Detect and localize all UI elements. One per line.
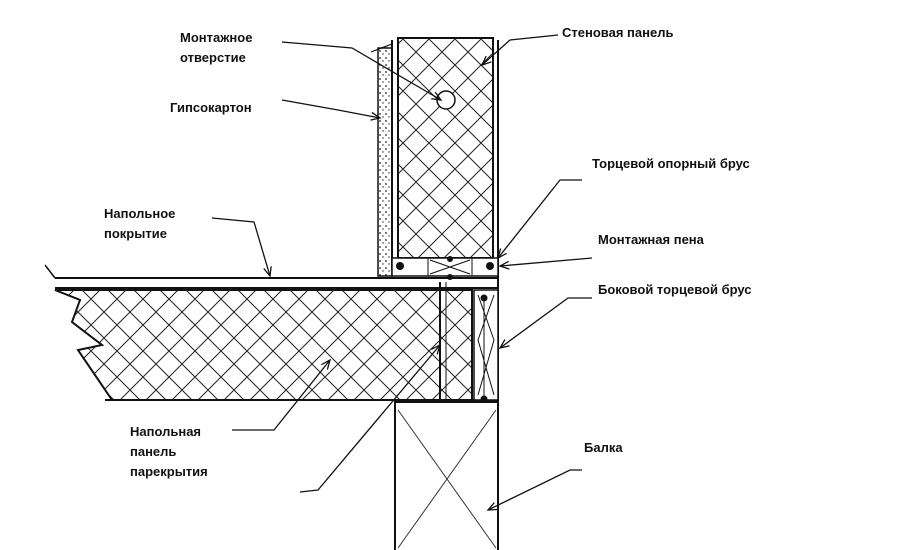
end-support-beam bbox=[391, 256, 499, 280]
label-floor-covering: Напольное покрытие bbox=[104, 206, 176, 241]
label-drywall: Гипсокартон bbox=[170, 100, 252, 115]
label-mounting-foam: Монтажная пена bbox=[598, 232, 704, 247]
label-side-end-beam: Боковой торцевой брус bbox=[598, 282, 752, 297]
floor-panel bbox=[44, 264, 498, 401]
label-joist: Балка bbox=[584, 440, 623, 455]
label-wall-panel: Стеновая панель bbox=[562, 25, 674, 40]
mounting-hole bbox=[436, 90, 456, 110]
drywall-layer bbox=[370, 43, 393, 277]
label-end-support-beam: Торцевой опорный брус bbox=[592, 156, 750, 171]
side-end-beam bbox=[473, 289, 499, 403]
label-floor-panel: Напольная панель парекрытия bbox=[130, 424, 208, 479]
joist bbox=[394, 401, 499, 550]
label-mounting-hole: Монтажное отверстие bbox=[180, 30, 253, 65]
floor-covering bbox=[55, 277, 498, 289]
leader-lines bbox=[211, 34, 593, 510]
